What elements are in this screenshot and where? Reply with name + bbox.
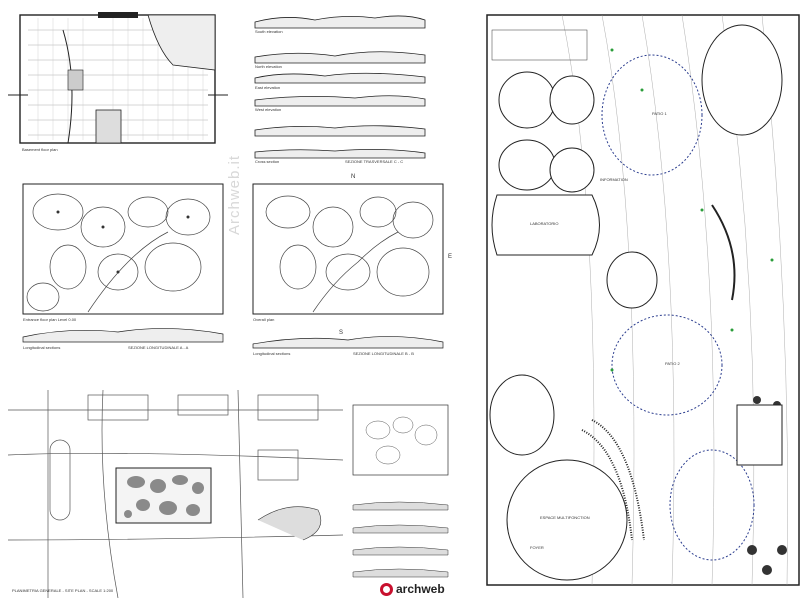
sezione-longitudinale-b-label: SEZIONE LONGITUDINALE B - B [353,351,414,356]
sezione-longitudinale-a-label: SEZIONE LONGITUDINALE A - A [128,345,189,350]
site-plan-drawing [8,390,343,598]
entrance-floor-plan: Entrance floor plan Level 0.00 Longitudi… [8,172,233,367]
entrance-plan-label: Entrance floor plan Level 0.00 [23,317,77,322]
detail-floor-plan: PATIO 1 LABORATORIO INFORMATION PATIO 2 … [482,10,800,590]
overall-plan-drawing [252,183,444,349]
longitudinal-sections-label-1: Longitudinal sections [23,345,61,350]
archweb-logo-icon [380,582,393,596]
elevations-drawing [254,15,426,159]
compass-south: S [339,330,344,336]
patio-1-label: PATIO 1 [652,111,667,116]
laboratory-label: LABORATORIO [530,221,559,226]
compass-east: E [448,254,453,260]
compass-north: N [351,174,356,180]
archweb-logo: archweb [380,582,445,596]
patio-2-label: PATIO 2 [665,361,680,366]
site-plan-label: PLANIMETRIA GENERALE - SITE PLAN - SCALE… [12,588,114,593]
small-sections-drawing [352,404,449,578]
detail-plan-drawing [486,14,800,586]
entrance-plan-drawing [22,183,224,343]
overall-plan: N Overall plan S Longitudinal sections S… [243,172,463,377]
logo-text: archweb [396,582,445,596]
information-label: INFORMATION [600,177,628,182]
basement-plan-drawing [8,12,228,144]
west-elevation-label: West elevation [255,107,282,112]
overall-plan-label: Overall plan [253,317,275,322]
foyer-label: FOYER [530,545,544,550]
cross-section-label: Cross section [255,159,280,164]
elevations: South elevation North elevation East ele… [235,8,435,168]
multi-function-label: ESPACE MULTIFONCTION [540,515,590,520]
site-plan: PLANIMETRIA GENERALE - SITE PLAN - SCALE… [8,390,343,598]
north-elevation-label: North elevation [255,64,282,69]
east-elevation-label: East elevation [255,85,281,90]
longitudinal-sections-label-2: Longitudinal sections [253,351,291,356]
south-elevation-label: South elevation [255,29,283,34]
small-sections [348,400,458,585]
basement-label: Basement floor plan [22,147,58,152]
basement-floor-plan: Basement floor plan [8,10,228,155]
sezione-trasversale-label: SEZIONE TRASVERSALE C - C [345,159,404,164]
watermark: Archweb.it [226,154,243,235]
